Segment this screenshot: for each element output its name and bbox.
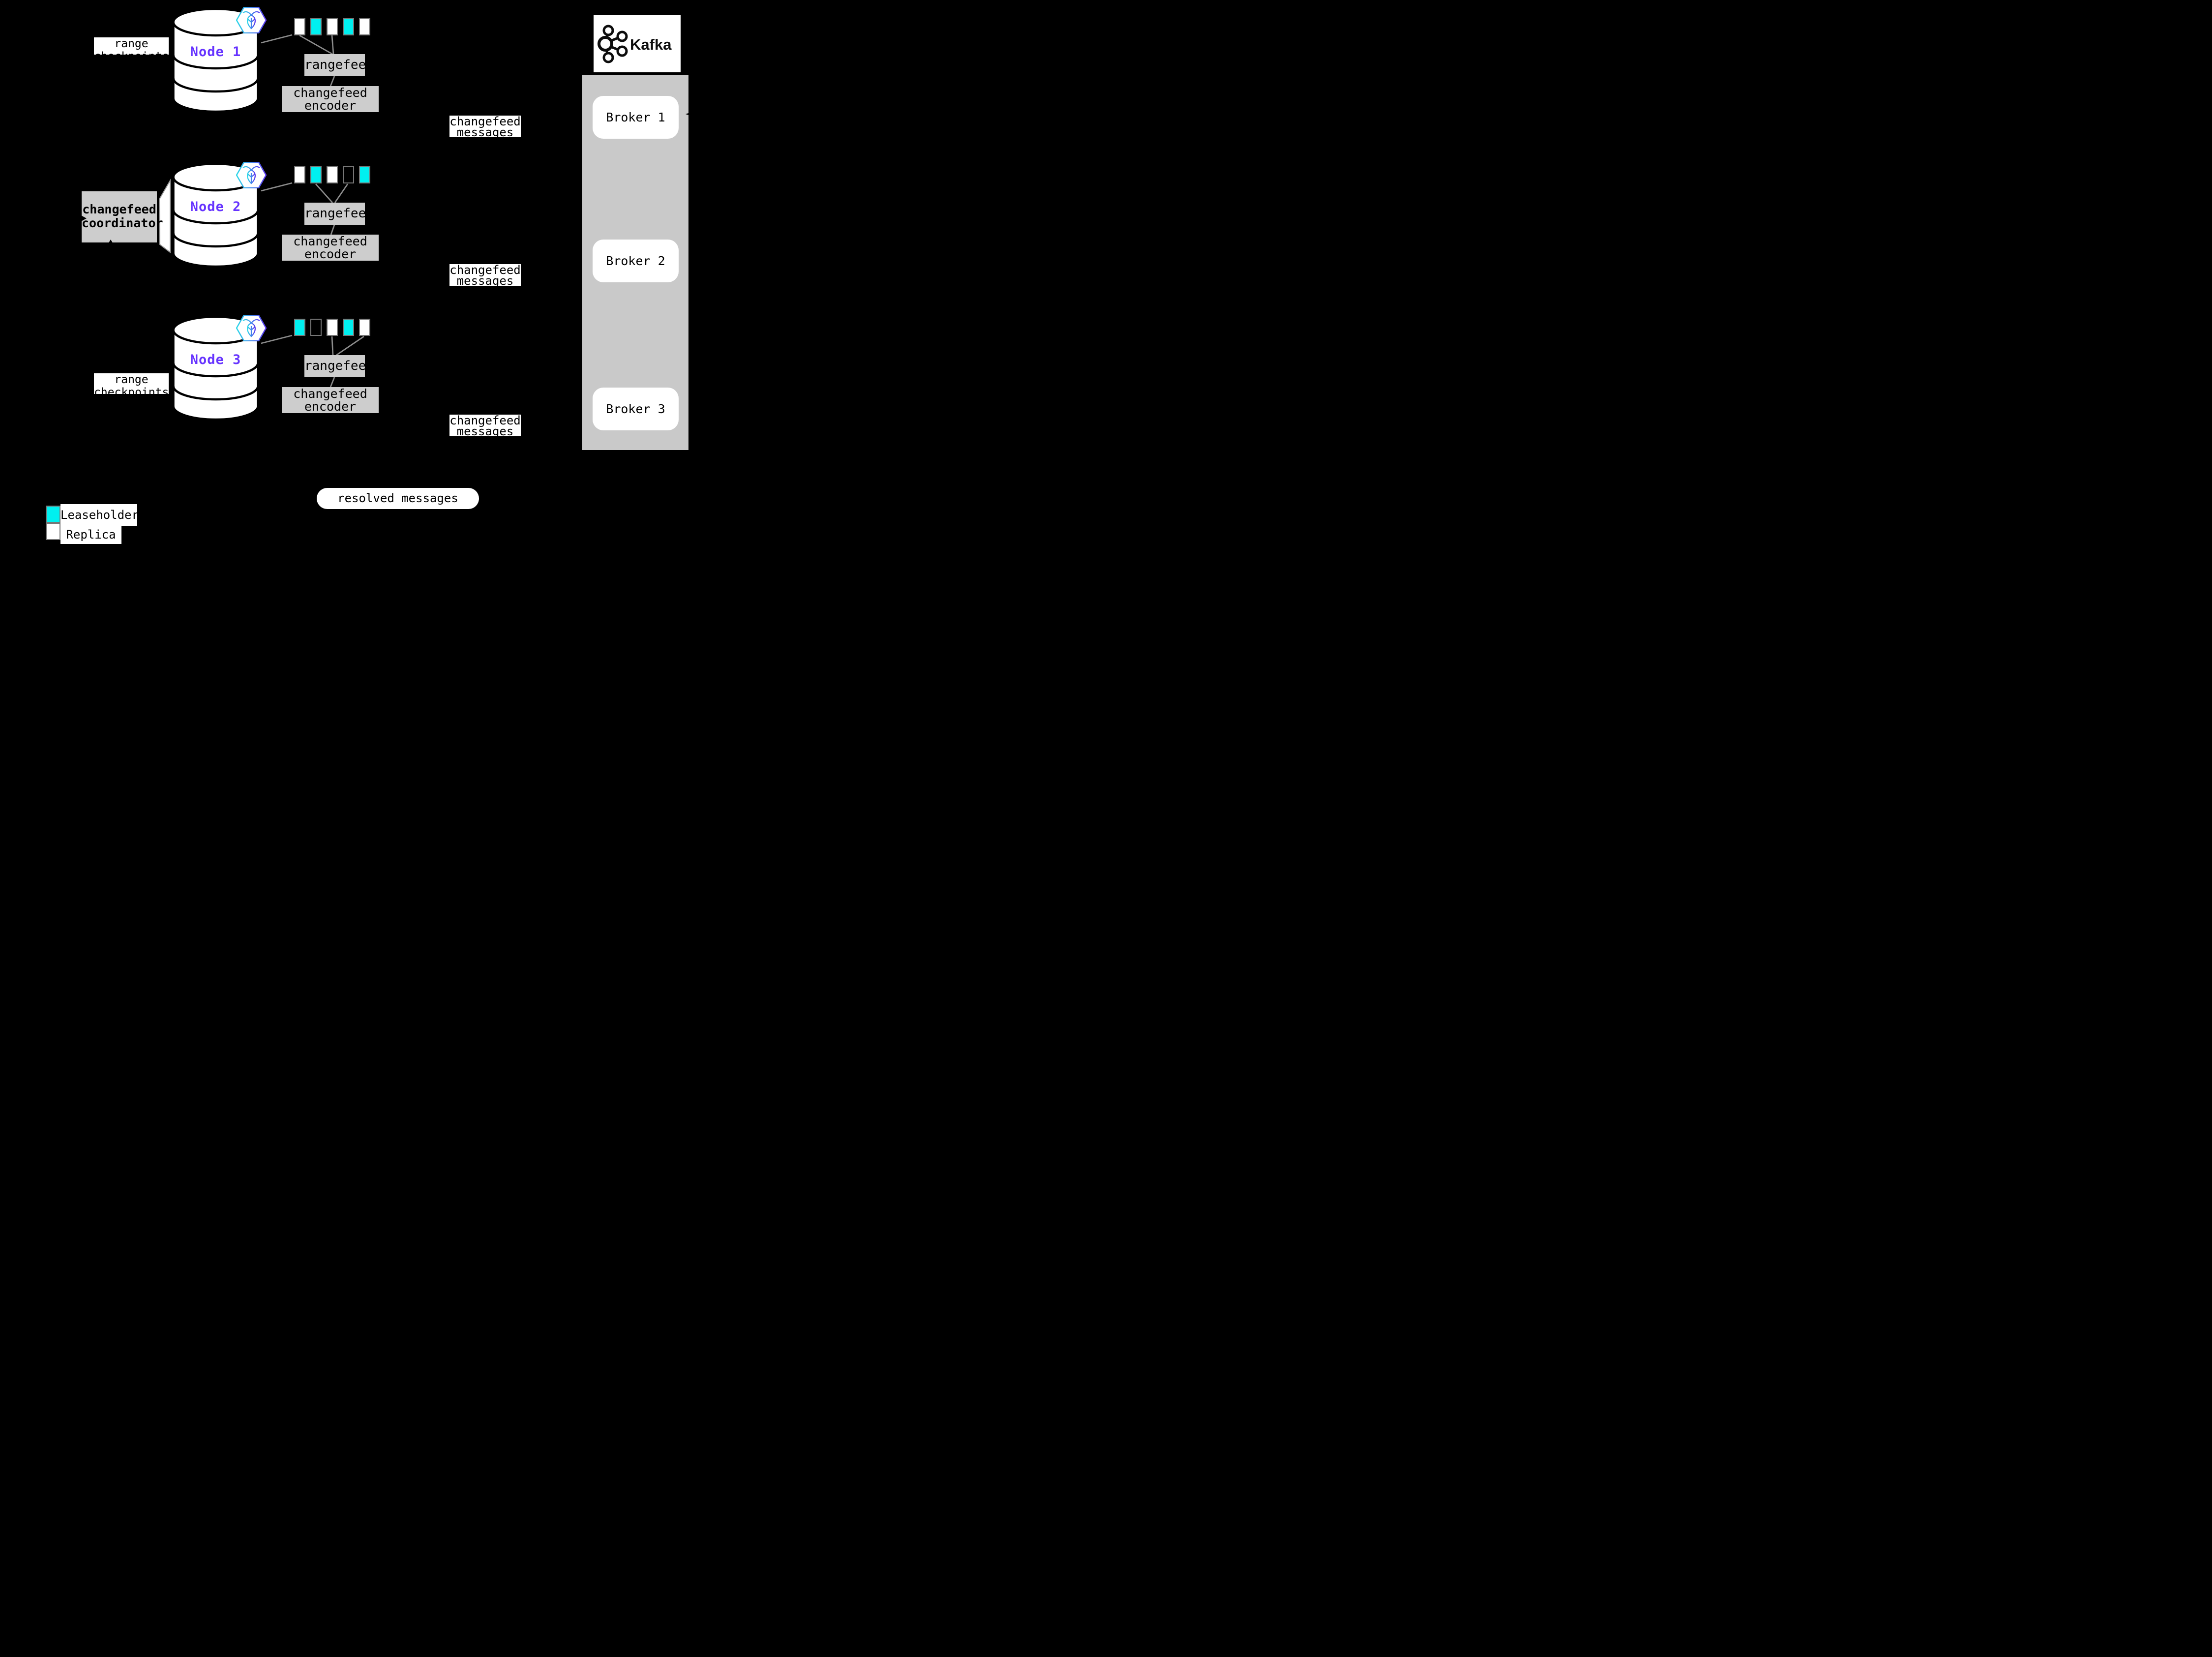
range-empty-square — [310, 319, 322, 336]
range-replica-square — [327, 319, 338, 336]
node2-rangefeed-box: rangefeed — [304, 203, 374, 225]
node3-rangefeed-box: rangefeed — [304, 355, 374, 377]
changefeed-messages-label-3: changefeed messages — [449, 415, 521, 436]
kafka-logo-text: Kafka — [630, 36, 672, 53]
changefeed-messages-label-1: changefeed messages — [449, 116, 521, 137]
cockroachdb-icon — [236, 315, 267, 341]
node3-cylinder — [172, 316, 259, 421]
range-leaseholder-square — [294, 319, 305, 336]
range-checkpoints-label-node3: range checkpoints — [94, 373, 169, 394]
legend-replica-swatch — [46, 523, 60, 540]
cockroachdb-icon — [236, 162, 267, 188]
range-checkpoints-label-node1: range checkpoints — [94, 37, 169, 55]
range-replica-square — [327, 18, 338, 35]
broker1-arrowhead-icon — [686, 111, 696, 118]
broker-3: Broker 3 — [593, 388, 679, 430]
changefeed-coordinator-box: changefeed coordinator — [82, 191, 163, 242]
node1-encoder-box: changefeed encoder — [282, 86, 379, 112]
range-replica-square — [327, 166, 338, 183]
range-replica-square — [294, 166, 305, 183]
legend-leaseholder-swatch — [46, 506, 60, 523]
node2-encoder-box: changefeed encoder — [282, 235, 379, 261]
node1-label: Node 1 — [190, 44, 241, 60]
legend-leaseholder-label: Leaseholder — [60, 504, 139, 526]
broker-2: Broker 2 — [593, 240, 679, 282]
node1-range-squares — [294, 18, 370, 35]
range-empty-square — [343, 166, 354, 183]
coordinator-arrowhead-icon — [81, 215, 87, 221]
node1-rangefeed-box: rangefeed — [304, 54, 374, 76]
node2-cylinder — [172, 163, 259, 268]
kafka-logo-icon: Kafka — [598, 25, 672, 63]
coordinator-bottom-arrowhead-icon — [108, 240, 114, 244]
kafka-logo-box: Kafka — [594, 15, 681, 72]
range-leaseholder-square — [343, 18, 354, 35]
node2-label: Node 2 — [190, 199, 241, 214]
node3-label: Node 3 — [190, 352, 241, 367]
node1-cylinder — [172, 8, 259, 113]
coordinator-flag-shape — [158, 179, 171, 254]
arrowheads-layer — [81, 111, 696, 244]
node3-encoder-box: changefeed encoder — [282, 387, 379, 413]
connector-lines-layer — [158, 34, 364, 388]
cockroachdb-icon — [236, 7, 267, 33]
node3-range-squares — [294, 319, 370, 336]
range-replica-square — [294, 18, 305, 35]
broker-1: Broker 1 — [593, 96, 679, 139]
node2-range-squares — [294, 166, 370, 183]
range-leaseholder-square — [310, 166, 322, 183]
changefeed-architecture-diagram: Node 1 Node 2 Node 3 rangefeed ra — [0, 0, 737, 552]
range-replica-square — [359, 319, 370, 336]
range-leaseholder-square — [343, 319, 354, 336]
changefeed-messages-label-2: changefeed messages — [449, 264, 521, 286]
range-leaseholder-square — [359, 166, 370, 183]
range-leaseholder-square — [310, 18, 322, 35]
resolved-messages-label: resolved messages — [317, 488, 479, 509]
legend-replica-label: Replica — [60, 526, 121, 544]
range-replica-square — [359, 18, 370, 35]
